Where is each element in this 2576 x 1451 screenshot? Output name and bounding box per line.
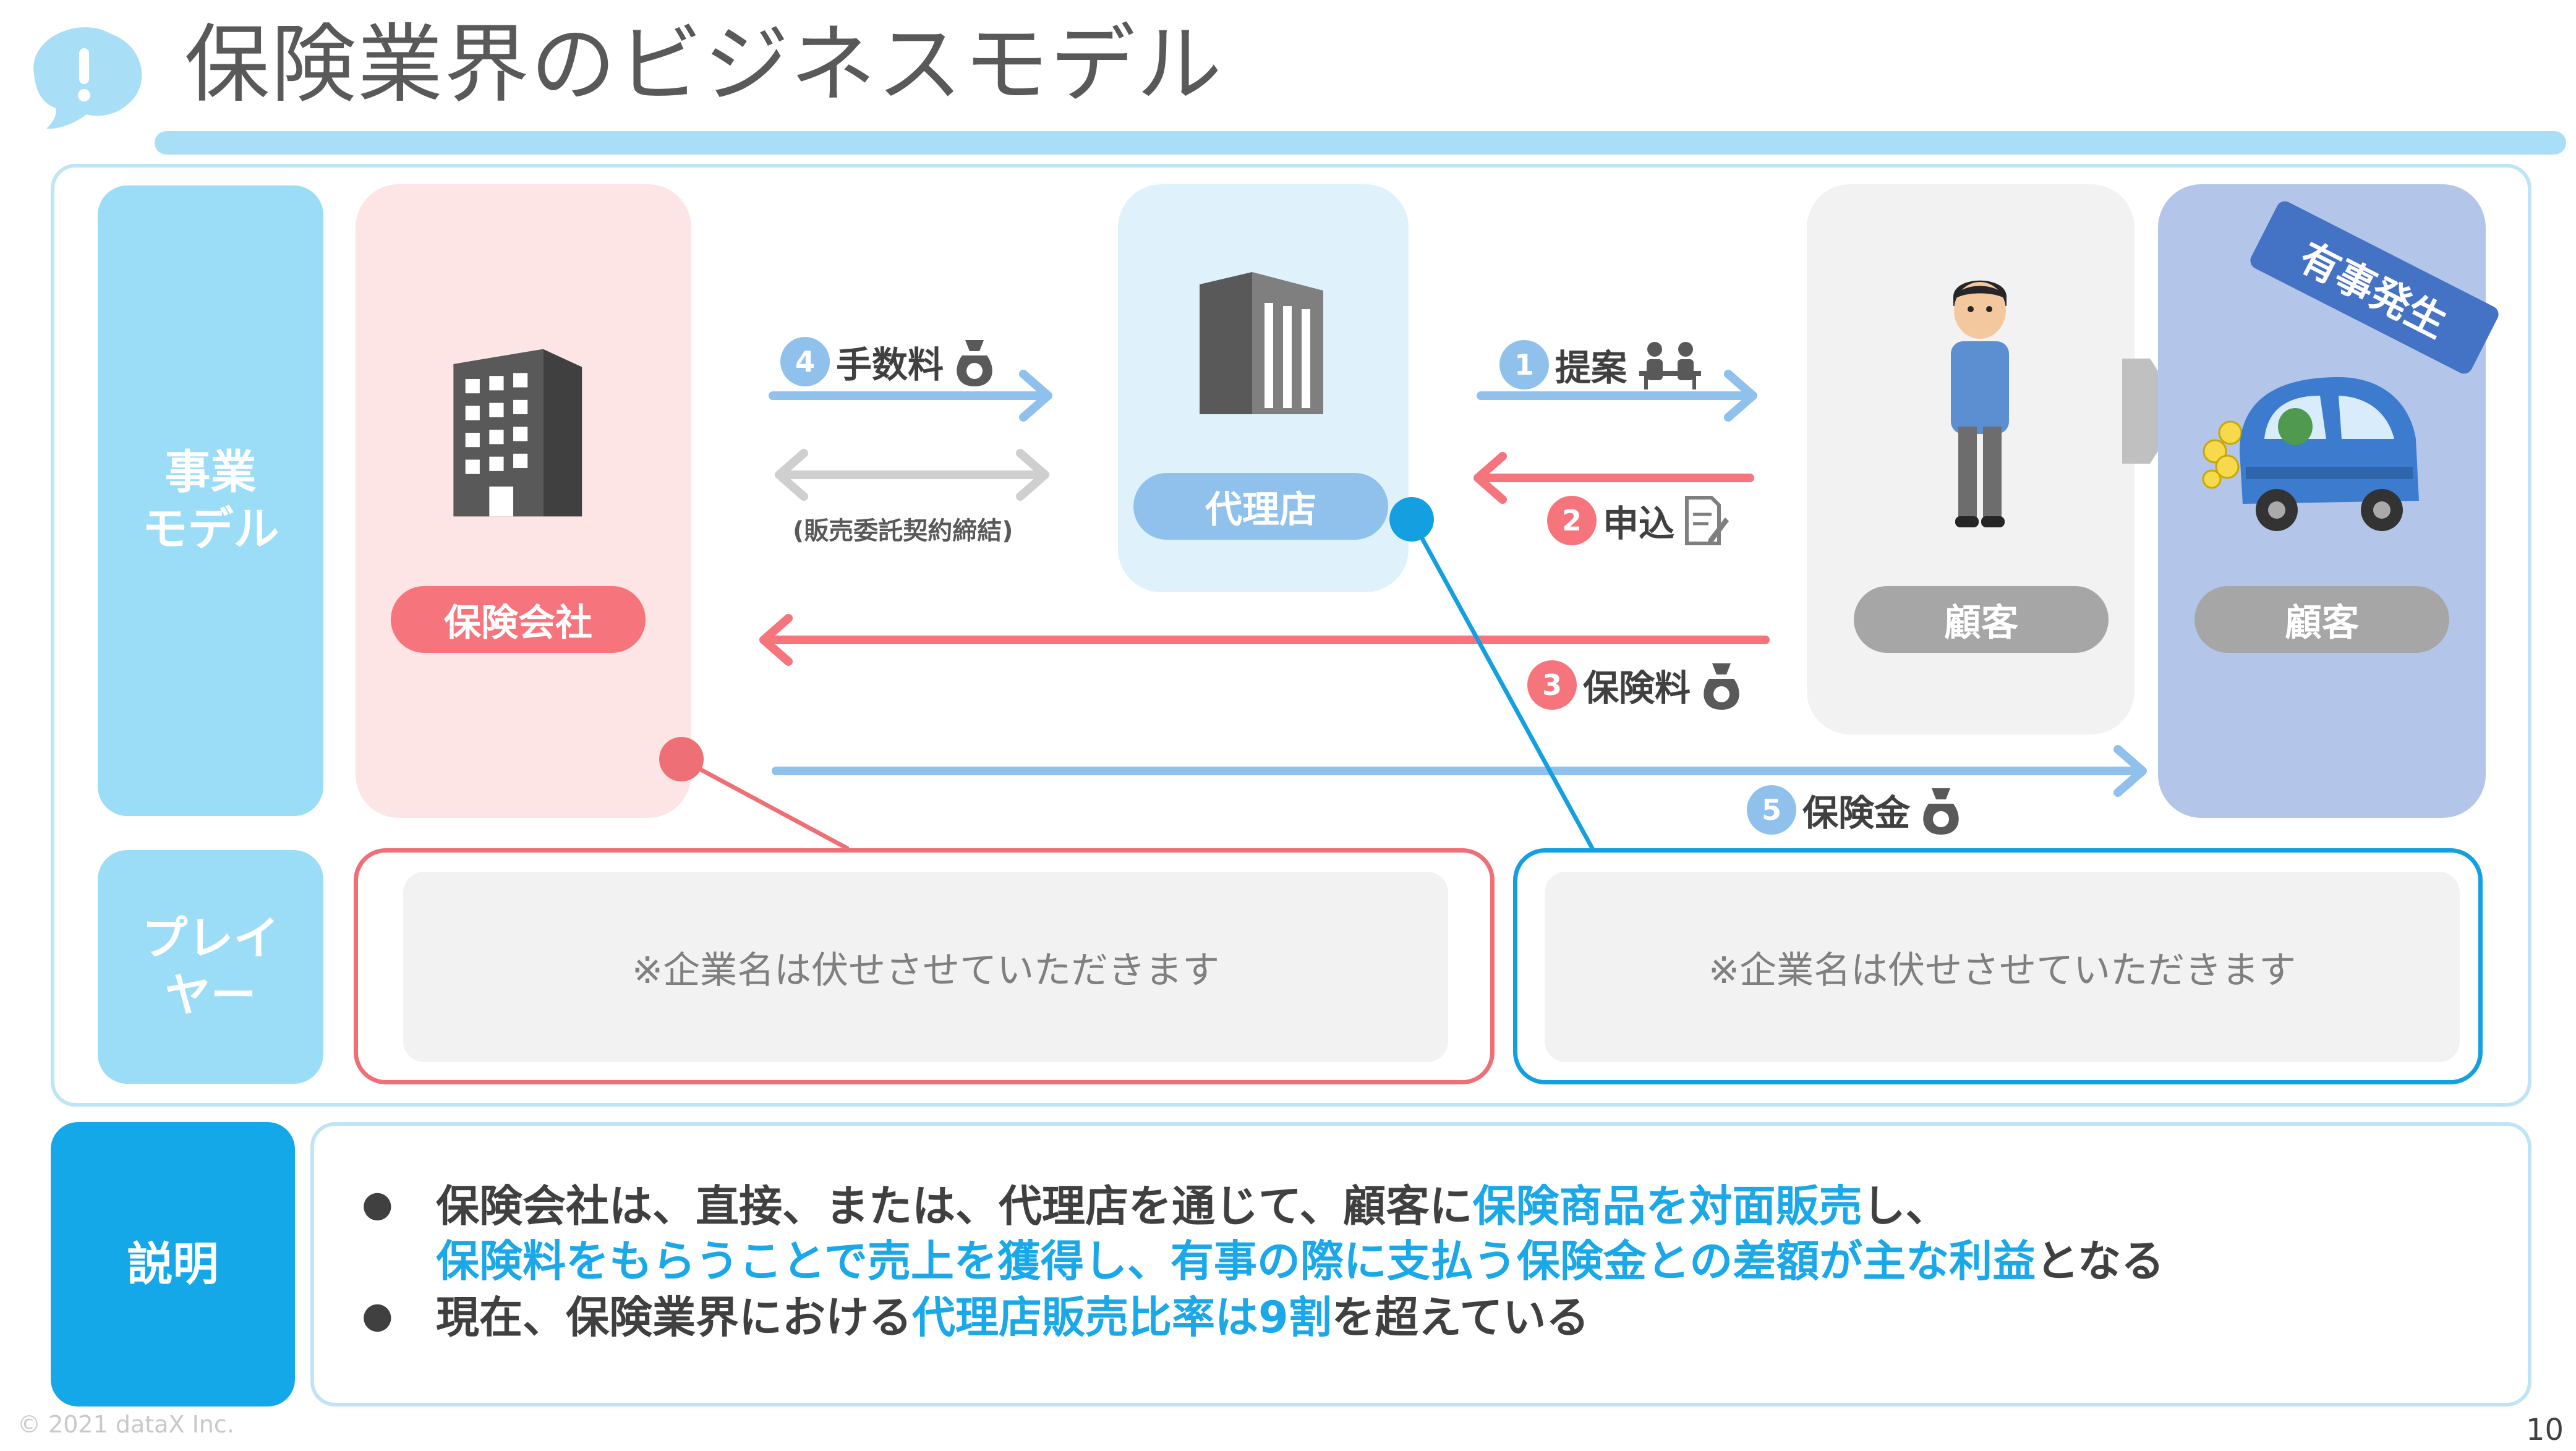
document-pen-icon (1685, 496, 1729, 545)
commission-text: 手数料 (836, 344, 944, 386)
explanation-line-2-b: となる (2036, 1236, 2165, 1287)
agency-players-note: ※企業名は伏せさせていただきます (1545, 872, 2460, 1062)
meeting-icon (1639, 342, 1702, 389)
title-underline (155, 131, 2566, 155)
agency-pill: 代理店 (1133, 473, 1388, 540)
insurer-players-box (354, 848, 1495, 1084)
agency-players-box (1513, 848, 2483, 1084)
customer-person-icon (1951, 280, 2009, 527)
explanation-line-2: 保険料をもらうことで売上を獲得し、有事の際に支払う保険金との差額が主な利益となる (436, 1235, 2164, 1288)
premium-label: 3 保険料 (1527, 655, 1746, 714)
payout-label: 5 保険金 (1747, 780, 1966, 839)
players-label: プレイ ヤー (98, 850, 323, 1084)
insurer-players-note: ※企業名は伏せさせていただきます (403, 872, 1448, 1062)
speech-bubble-exclamation-icon (33, 27, 142, 129)
explanation-line-3-c: を超えている (1331, 1292, 1590, 1343)
explanation-line-3-highlight: 代理店販売比率は9割 (912, 1292, 1332, 1343)
explanation-label-text: 説明 (127, 1238, 219, 1291)
business-model-label-text: 事業 モデル (142, 446, 279, 556)
customer-pill: 顧客 (1854, 586, 2109, 653)
explanation-line-1-a: 保険会社は、直接、または、代理店を通じて、顧客に (436, 1181, 1473, 1232)
players-label-text: プレイ ヤー (142, 912, 279, 1022)
car-accident-icon (2202, 377, 2419, 531)
bullet-1: ● (362, 1183, 393, 1225)
insurer-pill: 保険会社 (391, 586, 646, 653)
step-number-5: 5 (1747, 785, 1796, 835)
money-bag-icon (957, 340, 992, 386)
step-number-4: 4 (780, 337, 830, 386)
explanation-line-2-highlight: 保険料をもらうことで売上を獲得し、有事の際に支払う保険金との差額が主な利益 (436, 1236, 2036, 1287)
agency-building-icon (1200, 272, 1323, 414)
premium-text: 保険料 (1583, 666, 1691, 709)
step-number-1: 1 (1499, 340, 1549, 389)
proposal-label: 1 提案 (1499, 337, 1707, 393)
explanation-line-1-c: し、 (1862, 1181, 1949, 1232)
step-number-2: 2 (1547, 496, 1597, 545)
chevron-right-icon (2122, 359, 2184, 464)
application-text: 申込 (1603, 503, 1675, 545)
money-bag-icon (1704, 663, 1739, 710)
explanation-label: 説明 (51, 1122, 295, 1406)
step-number-3: 3 (1527, 660, 1577, 710)
contract-note: (販売委託契約締結) (793, 517, 1013, 545)
money-bag-icon (1923, 788, 1959, 835)
business-model-label: 事業 モデル (98, 185, 323, 816)
page-number: 10 (2526, 1413, 2564, 1447)
incident-customer-pill: 顧客 (2194, 586, 2449, 653)
office-building-icon (453, 349, 582, 517)
page-title: 保険業界のビジネスモデル (184, 15, 1224, 114)
application-label: 2 申込 (1547, 493, 1730, 548)
copyright: © 2021 dataX Inc. (17, 1411, 234, 1438)
business-model-frame (51, 164, 2531, 1107)
explanation-line-3: 現在、保険業界における代理店販売比率は9割を超えている (436, 1291, 1589, 1344)
explanation-line-3-a: 現在、保険業界における (436, 1292, 912, 1343)
proposal-text: 提案 (1555, 347, 1627, 389)
explanation-line-1: 保険会社は、直接、または、代理店を通じて、顧客に保険商品を対面販売し、 (436, 1180, 1949, 1233)
explanation-line-1-highlight: 保険商品を対面販売 (1472, 1181, 1862, 1232)
payout-text: 保険金 (1802, 791, 1911, 834)
commission-label: 4 手数料 (780, 334, 999, 389)
explanation-box (310, 1122, 2531, 1406)
bullet-2: ● (362, 1294, 393, 1336)
